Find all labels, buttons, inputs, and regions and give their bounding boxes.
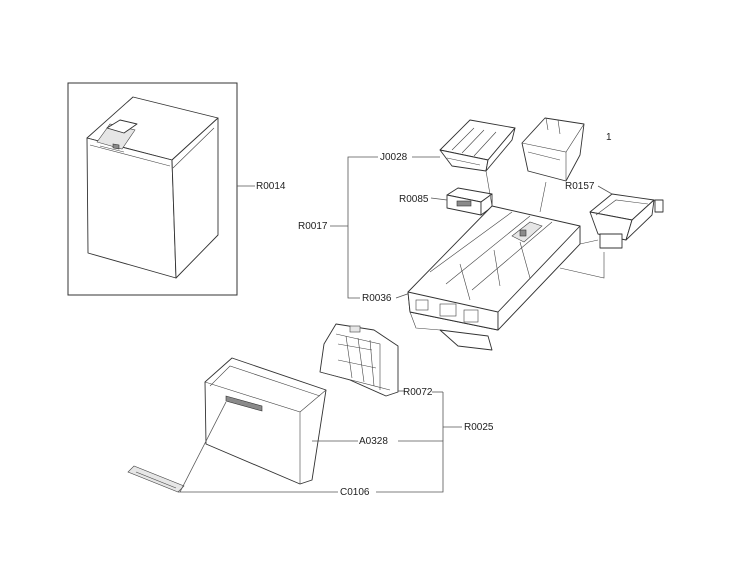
tray-j0028-part[interactable] <box>439 119 516 172</box>
callout-1[interactable]: 1 <box>606 132 612 143</box>
drawer-panel-a0328[interactable] <box>204 357 327 485</box>
group-bracket-r0017 <box>330 156 378 299</box>
callout-r0085[interactable]: R0085 <box>399 194 429 205</box>
cabinet-part[interactable] <box>86 96 219 279</box>
bin-part-1[interactable] <box>521 117 585 182</box>
callout-r0014[interactable]: R0014 <box>256 181 286 192</box>
callout-r0025[interactable]: R0025 <box>464 422 494 433</box>
dispenser-housing-part[interactable] <box>407 170 605 351</box>
callout-a0328[interactable]: A0328 <box>359 436 388 447</box>
part-r0157[interactable] <box>589 193 664 249</box>
callout-j0028[interactable]: J0028 <box>380 152 408 163</box>
part-r0085[interactable] <box>446 187 493 216</box>
callout-r0157[interactable]: R0157 <box>565 181 595 192</box>
callout-r0036[interactable]: R0036 <box>362 293 392 304</box>
group-bracket-r0025 <box>376 391 462 493</box>
callout-r0072[interactable]: R0072 <box>403 387 433 398</box>
callout-r0017[interactable]: R0017 <box>298 221 328 232</box>
drawer-insert-r0072[interactable] <box>319 323 399 397</box>
callout-c0106[interactable]: C0106 <box>340 487 370 498</box>
handle-strip-c0106[interactable] <box>127 465 185 493</box>
cabinet-frame <box>67 82 238 296</box>
